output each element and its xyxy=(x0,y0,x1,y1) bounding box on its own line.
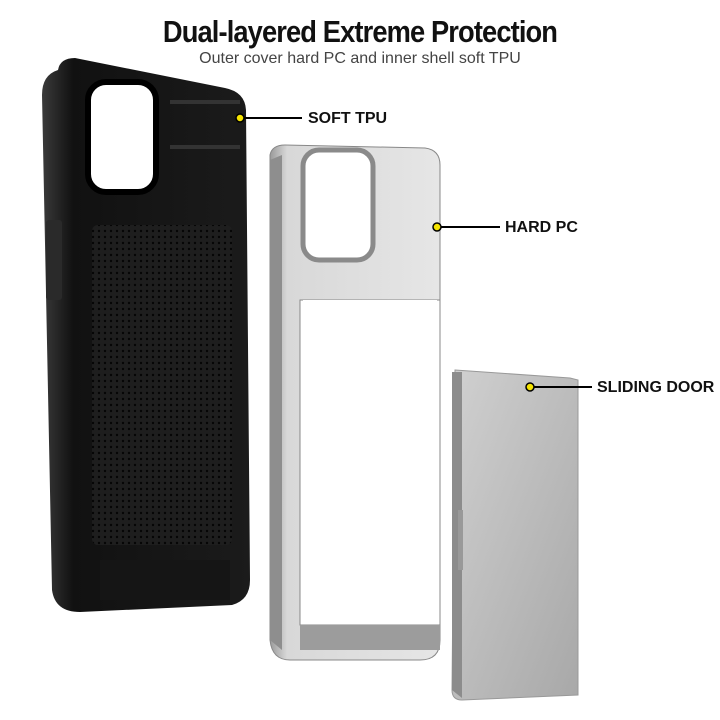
sliding-door xyxy=(451,369,579,701)
label-soft-tpu: SOFT TPU xyxy=(308,110,388,127)
page-title: Dual-layered Extreme Protection xyxy=(162,14,558,49)
hard-pc-shell xyxy=(269,144,441,661)
label-sliding-door: SLIDING DOOR xyxy=(597,379,715,396)
marker-dot-icon xyxy=(432,222,442,232)
soft-tpu-case xyxy=(42,58,250,612)
callout-soft-tpu xyxy=(235,113,302,123)
label-hard-pc: HARD PC xyxy=(505,219,578,236)
callout-sliding-door xyxy=(525,382,592,392)
callout-hard-pc xyxy=(432,222,500,232)
marker-dot-icon xyxy=(525,382,535,392)
page-subtitle: Outer cover hard PC and inner shell soft… xyxy=(199,50,521,67)
marker-dot-icon xyxy=(235,113,245,123)
